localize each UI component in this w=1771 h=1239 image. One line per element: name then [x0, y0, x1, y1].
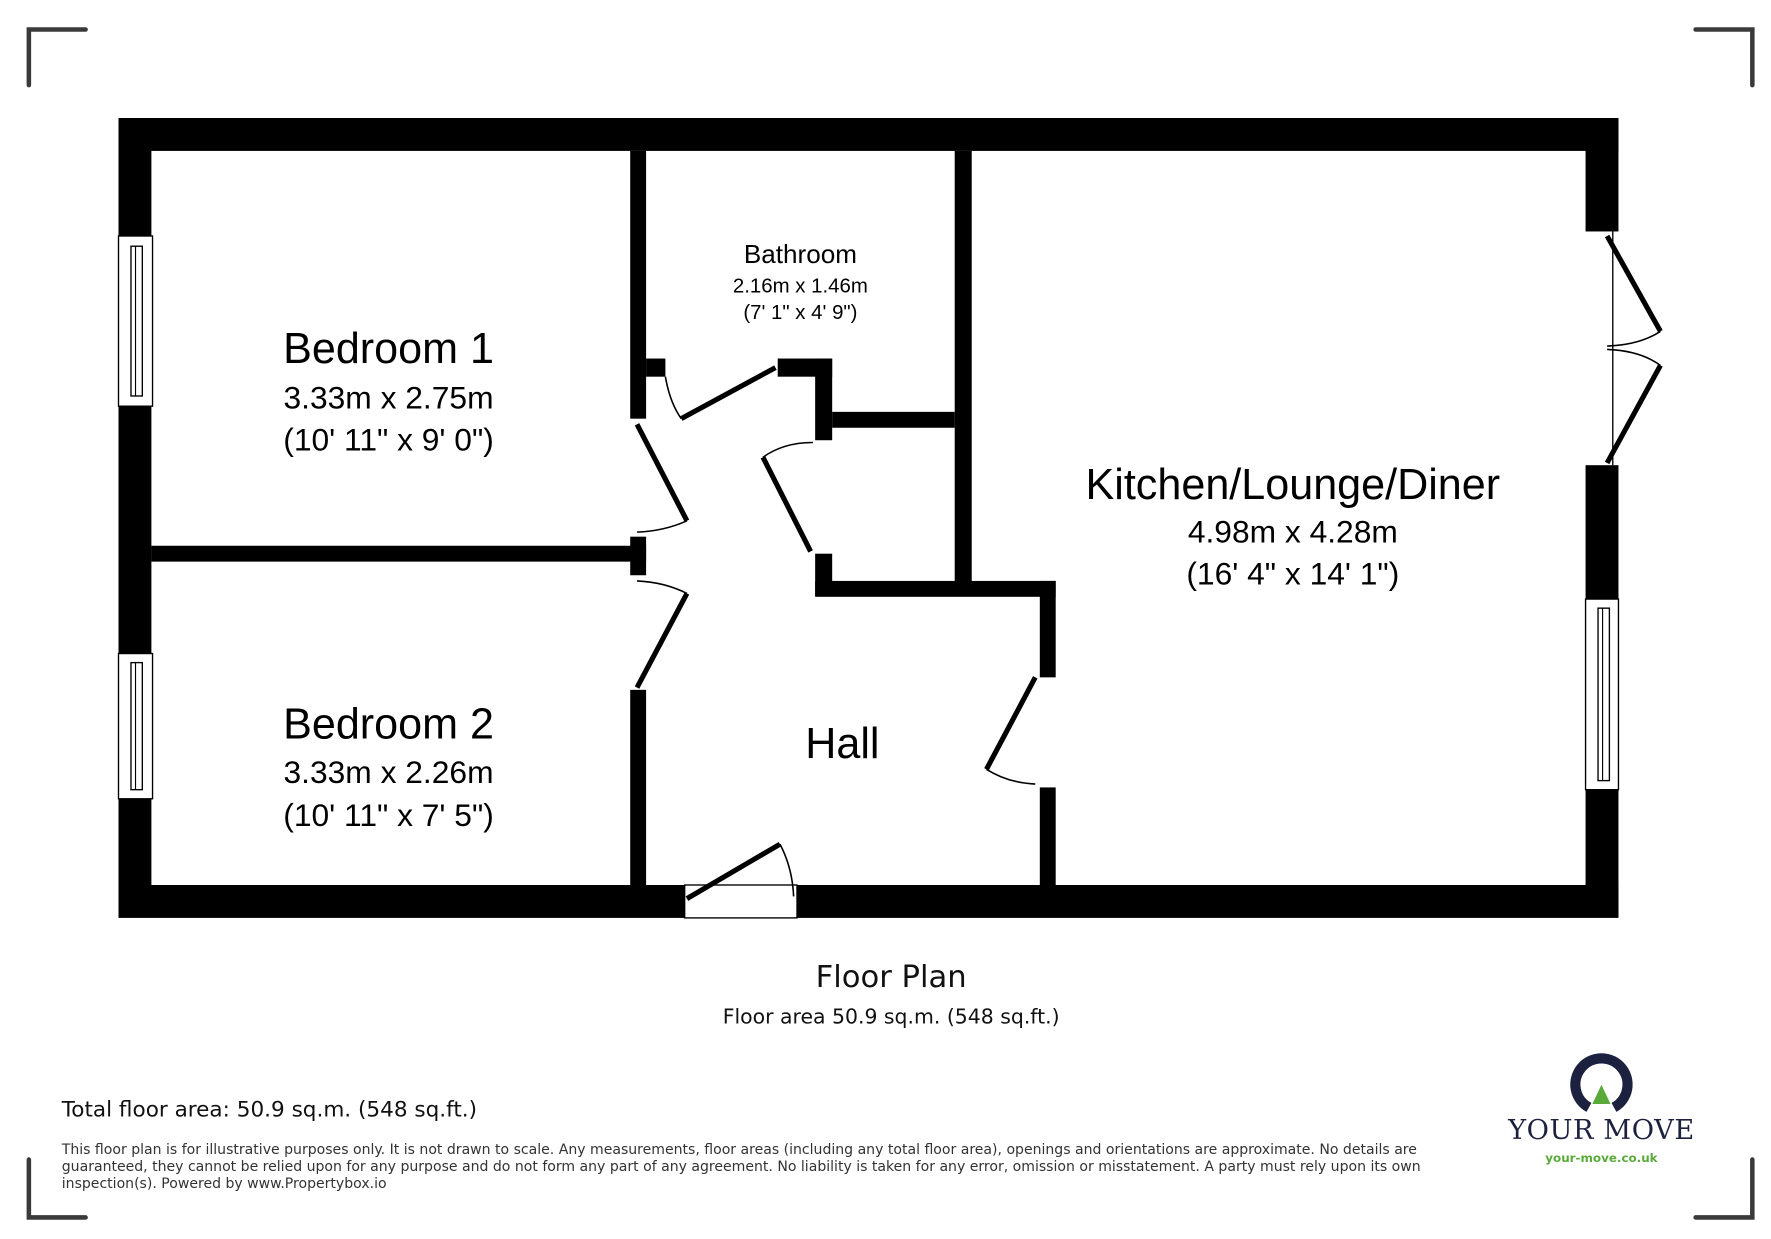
door-bathroom — [664, 365, 777, 421]
door-cupboard — [760, 441, 813, 553]
room-dimensions-metric: 3.33m x 2.26m — [284, 754, 494, 790]
brand-url: your-move.co.uk — [1545, 1151, 1658, 1165]
window-bedroom1 — [117, 235, 154, 407]
total-floor-area: Total floor area: 50.9 sq.m. (548 sq.ft.… — [61, 1097, 477, 1122]
door-bedroom2 — [634, 580, 690, 689]
disclaimer-line: This floor plan is for illustrative purp… — [61, 1142, 1417, 1158]
door-kitchen — [984, 676, 1038, 785]
room-dimensions-metric: 3.33m x 2.75m — [284, 379, 494, 415]
disclaimer-line: guaranteed, they cannot be relied upon f… — [62, 1159, 1421, 1175]
floor-title: Floor Plan — [816, 960, 967, 995]
room-dimensions-metric: 2.16m x 1.46m — [733, 276, 868, 298]
crop-mark-top-left — [26, 27, 88, 88]
brand-name: YOUR MOVE — [1507, 1115, 1695, 1146]
room-name: Bedroom 1 — [283, 325, 494, 373]
label-bedroom1: Bedroom 1 3.33m x 2.75m (10' 11" x 9' 0"… — [283, 325, 494, 457]
disclaimer-line: inspection(s). Powered by www.Propertybo… — [62, 1176, 387, 1192]
floor-area: Floor area 50.9 sq.m. (548 sq.ft.) — [723, 1004, 1060, 1028]
room-name: Hall — [805, 720, 879, 768]
room-dimensions-imperial: (16' 4" x 14' 1") — [1186, 555, 1399, 591]
room-dimensions-imperial: (7' 1" x 4' 9") — [743, 302, 857, 324]
front-door — [683, 841, 798, 919]
outer-walls — [118, 118, 1619, 918]
crop-mark-bottom-right — [1693, 1157, 1755, 1220]
room-dimensions-imperial: (10' 11" x 7' 5") — [283, 797, 494, 833]
window-bedroom2 — [117, 652, 154, 800]
room-dimensions-imperial: (10' 11" x 9' 0") — [283, 421, 494, 457]
crop-marks — [26, 27, 1755, 1220]
french-doors-kitchen — [1604, 231, 1663, 466]
room-name: Bedroom 2 — [283, 701, 494, 749]
disclaimer: This floor plan is for illustrative purp… — [61, 1142, 1421, 1192]
crop-mark-top-right — [1693, 27, 1755, 88]
room-name: Kitchen/Lounge/Diner — [1086, 461, 1501, 509]
door-bedroom1 — [634, 423, 690, 533]
room-name: Bathroom — [744, 239, 857, 269]
window-kitchen — [1584, 598, 1620, 791]
interior-walls — [151, 150, 1056, 885]
your-move-logo-icon — [1570, 1053, 1633, 1112]
room-dimensions-metric: 4.98m x 4.28m — [1188, 513, 1398, 549]
brand-logo: YOUR MOVE your-move.co.uk — [1507, 1053, 1695, 1165]
label-bathroom: Bathroom 2.16m x 1.46m (7' 1" x 4' 9") — [733, 239, 868, 324]
label-kitchen: Kitchen/Lounge/Diner 4.98m x 4.28m (16' … — [1086, 461, 1501, 591]
label-hall: Hall — [805, 720, 879, 768]
crop-mark-bottom-left — [26, 1157, 88, 1220]
label-bedroom2: Bedroom 2 3.33m x 2.26m (10' 11" x 7' 5"… — [283, 701, 494, 833]
